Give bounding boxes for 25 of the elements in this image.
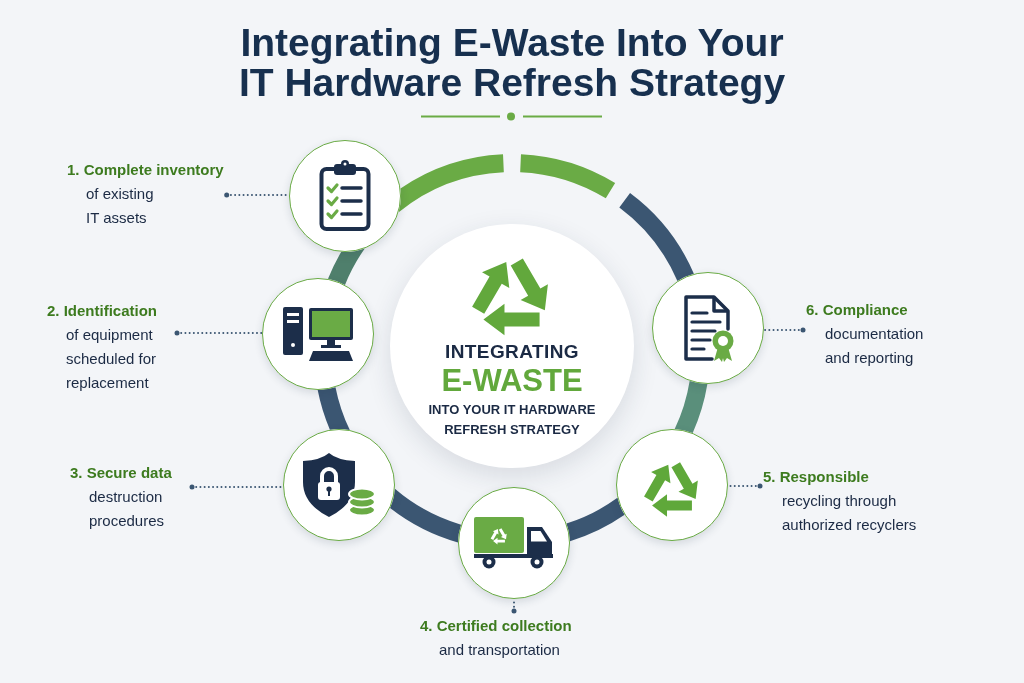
step-description: recycling through authorized recyclers [782,491,918,535]
step-description: destruction procedures [89,487,166,531]
step-heading: 6. Compliance [806,300,908,320]
leader-line [762,327,806,333]
ring-segment [328,248,365,285]
ring-segment [390,488,462,543]
step-heading: 2. Identification [47,301,157,321]
hub-heading: INTEGRATING [445,340,579,364]
step-description: and transportation [439,640,560,660]
leader-line [174,330,263,336]
step-description: of existing IT assets [86,184,155,228]
hub-subheading: INTO YOUR IT HARDWARE REFRESH STRATEGY [427,401,597,439]
step-heading: 4. Certified collection [420,616,572,636]
ring-segment [674,380,708,433]
ring-segment [398,154,694,282]
step-heading: 5. Responsible [763,467,869,487]
leader-line [727,483,763,489]
step-heading: 3. Secure data [70,463,172,483]
ring-segment [566,497,625,542]
ring-segment [317,387,350,431]
step-heading: 1. Complete inventory [67,160,224,180]
page-title: Integrating E-Waste Into Your IT Hardware Refresh Strategy [237,23,787,103]
step-description: of equipment scheduled for replacement [66,325,158,393]
hub-highlight-text: E-WASTE [441,364,583,398]
step-description: documentation and reporting [825,324,925,368]
